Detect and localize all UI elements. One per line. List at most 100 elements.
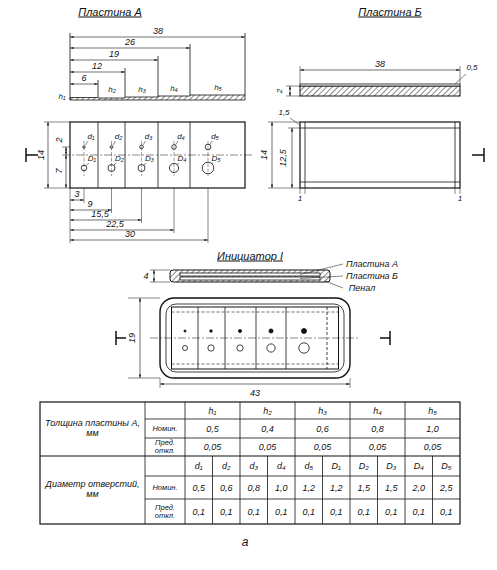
dimension-label: h₁ (59, 93, 66, 101)
drawing-stroke (177, 163, 179, 164)
table-cell: Пред. откл. (146, 439, 184, 456)
drawing-stroke (86, 141, 89, 145)
dimension-label: 38 (153, 27, 163, 36)
table-cell: 2,5 (440, 483, 453, 492)
table-cell: h₂ (263, 406, 271, 415)
drawing-stroke (295, 456, 296, 524)
table-cell: 1,2 (330, 483, 343, 492)
dimension-label: d₂ (115, 133, 123, 141)
dimension-label: h₂ (108, 86, 116, 94)
table-cell: 1,0 (275, 483, 288, 492)
dimension-label: 14 (37, 150, 46, 160)
figure-caption: а (242, 536, 249, 548)
table-cell: D₃ (386, 462, 396, 471)
dimension-label: h₅ (214, 84, 222, 92)
table-cell: 0,6 (220, 483, 233, 492)
hole-symbol (184, 330, 186, 332)
table-cell: 0,05 (369, 443, 387, 452)
table-cell: 0,1 (440, 507, 453, 516)
table-cell: 0,1 (357, 507, 370, 516)
dimension-label: 0,5 (466, 64, 477, 72)
hole-symbol (299, 343, 309, 353)
drawing-stroke (377, 456, 378, 524)
drawing-stroke (267, 456, 268, 524)
dimension-label: 19 (128, 333, 137, 343)
dimension-label: d₁ (88, 133, 95, 141)
table-cell: 1,0 (426, 424, 439, 433)
dimension-label: Пластина Б (346, 272, 398, 281)
dimension-label: 2 (276, 89, 284, 93)
hole-symbol (237, 345, 243, 351)
dimension-label: D₁ (88, 155, 96, 163)
table-cell: h₅ (428, 406, 437, 415)
table-cell: Номин. (146, 483, 184, 491)
table-cell: Толщина пластины А, мм (43, 419, 143, 439)
table-cell: 0,05 (424, 443, 442, 452)
table-cell: 1,2 (302, 483, 315, 492)
table-cell: d₂ (222, 462, 230, 471)
dimension-label: 30 (125, 230, 135, 239)
drawing-stroke (176, 141, 179, 145)
hole-symbol (267, 344, 275, 352)
table-cell: d₄ (277, 462, 286, 471)
dimension-label: 38 (375, 60, 385, 69)
dimension-label: 14 (260, 150, 269, 160)
dimension-label: 12,5 (279, 149, 288, 167)
dimension-label: D₄ (178, 155, 187, 163)
table-cell: 0,1 (247, 507, 260, 516)
drawing-stroke (212, 456, 213, 524)
table-cell: 0,05 (204, 443, 222, 452)
drawing-stroke (144, 163, 147, 165)
drawing-stroke (240, 456, 241, 524)
dimension-label: D₃ (145, 155, 154, 163)
dimension-label: 1,5 (278, 109, 289, 117)
table-cell: 2,0 (412, 483, 425, 492)
table-cell: 0,1 (220, 507, 233, 516)
dimension-label: 4 (143, 272, 148, 281)
dimension-label: 1 (298, 195, 302, 203)
table-cell: 0,6 (316, 424, 329, 433)
dimension-label: 26 (125, 38, 135, 47)
drawing-stroke (143, 141, 146, 145)
table-cell: h₃ (318, 406, 327, 415)
dimension-label: 3 (74, 190, 79, 199)
drawing-stroke (174, 141, 175, 176)
drawing-stroke (113, 141, 116, 145)
table-cell: 0,05 (314, 443, 332, 452)
dimension-label: D₅ (212, 155, 221, 163)
table-cell: h₁ (209, 406, 217, 415)
table-cell: 1,5 (385, 483, 398, 492)
dimension-label: d₅ (211, 133, 219, 141)
drawing-stroke (111, 141, 112, 176)
dimension-label: h₃ (138, 86, 146, 94)
drawing-stroke (405, 456, 406, 524)
table-cell: d₅ (304, 462, 313, 471)
table-cell: 0,4 (261, 424, 274, 433)
table-cell: 0,1 (412, 507, 425, 516)
drawing-stroke (208, 141, 209, 176)
dimension-label: D₂ (115, 155, 124, 163)
table-cell: Диаметр отверстий, мм (43, 480, 143, 500)
table-cell: 0,1 (192, 507, 205, 516)
dimension-label: d₄ (177, 133, 185, 141)
hole-symbol (210, 330, 213, 333)
table-cell: 1,5 (357, 483, 370, 492)
drawing-stroke (322, 456, 323, 524)
table-cell: h₄ (373, 406, 382, 415)
table-cell: 0,8 (247, 483, 260, 492)
drawing-stroke (432, 456, 433, 524)
table-cell: d₁ (195, 462, 203, 471)
dimension-label: h₄ (170, 85, 178, 93)
table-cell: D₂ (359, 462, 369, 471)
dimension-label: 6 (81, 74, 86, 83)
table-cell: d₃ (249, 462, 258, 471)
drawing-stroke (210, 141, 213, 145)
drawing-stroke (350, 456, 351, 524)
table-cell: 0,1 (275, 507, 288, 516)
table-cell: 0,1 (385, 507, 398, 516)
dimension-label: 9 (87, 200, 92, 209)
dimension-label: Пенал (349, 284, 375, 293)
table-cell: 0,5 (192, 483, 205, 492)
view-title: Пластина А (78, 7, 142, 18)
drawing-stroke (114, 163, 117, 165)
